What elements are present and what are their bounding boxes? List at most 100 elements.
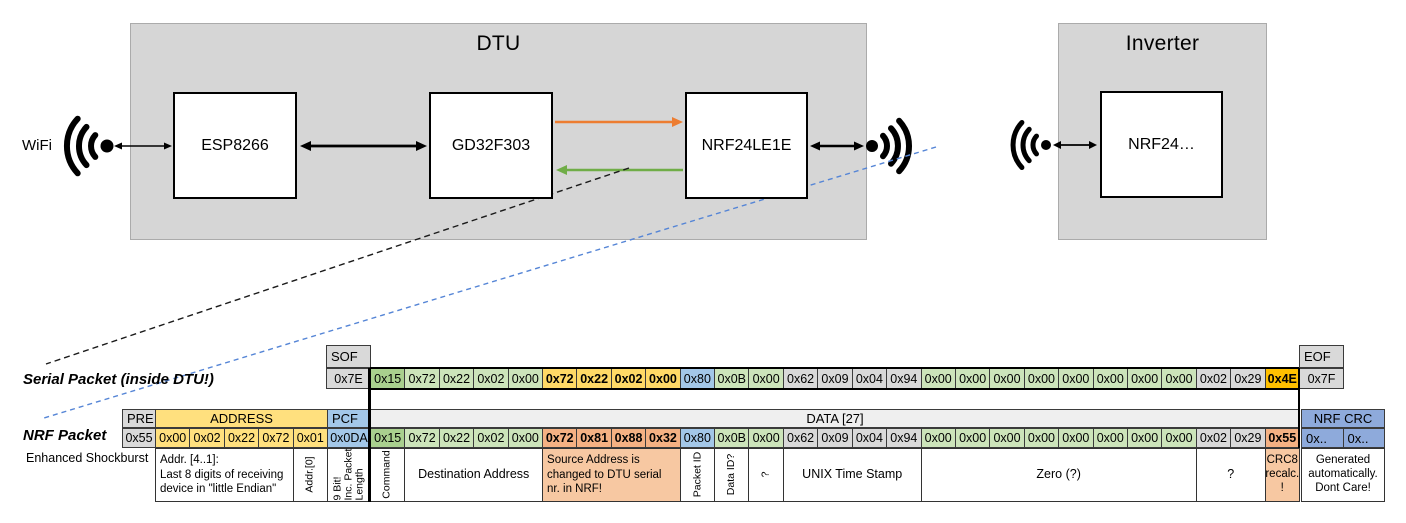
nrf-crc-header: NRF CRC (1301, 409, 1385, 428)
dtu-title: DTU (476, 32, 521, 55)
annotation-q2: ? (1195, 448, 1266, 502)
address-byte-cell: 0x22 (223, 428, 260, 448)
serial-strip-top-border (370, 366, 1299, 369)
nrf-byte-cell: 0x94 (886, 428, 922, 448)
data-section-right-border (1297, 368, 1300, 448)
annotation-zero: Zero (?) (920, 448, 1197, 502)
serial-byte-cell: 0x0B (714, 368, 750, 389)
serial-byte-cell: 0x15 (370, 368, 406, 389)
eof-byte: 0x7F (1299, 368, 1344, 389)
serial-byte-cell: 0x02 (1195, 368, 1232, 389)
annotation-q1: ? (748, 448, 784, 502)
serial-byte-cell: 0x80 (679, 368, 716, 389)
data-header: DATA [27] (370, 409, 1300, 428)
annotation-addr-desc: Addr. [4..1]: Last 8 digits of receiving… (155, 448, 294, 502)
chip-esp8266-label: ESP8266 (201, 136, 269, 154)
address-header: ADDRESS (155, 409, 328, 428)
serial-byte-cell: 0x02 (610, 368, 647, 389)
nrf-byte-cell: 0x00 (1023, 428, 1060, 448)
nrf-byte-cell: 0x15 (370, 428, 406, 448)
address-byte-cell: 0x01 (292, 428, 328, 448)
serial-byte-cell: 0x00 (748, 368, 784, 389)
nrf-byte-cell: 0x80 (679, 428, 716, 448)
serial-byte-cell: 0x72 (542, 368, 578, 389)
serial-byte-cell: 0x94 (886, 368, 922, 389)
address-byte-cell: 0x00 (155, 428, 191, 448)
nrf-byte-cell: 0x29 (1230, 428, 1266, 448)
nrf-byte-cell: 0x00 (989, 428, 1025, 448)
nrf-byte-cell: 0x04 (851, 428, 888, 448)
nrf-byte-cell: 0x72 (542, 428, 578, 448)
annotation-generated: Generated automatically. Dont Care! (1301, 448, 1385, 502)
serial-byte-cell: 0x22 (576, 368, 612, 389)
annotation-src-address: Source Address is changed to DTU serial … (542, 448, 681, 502)
eof-header: EOF (1299, 345, 1344, 368)
nrf-byte-cell: 0x02 (1195, 428, 1232, 448)
chip-inverter-nrf24: NRF24… (1100, 91, 1223, 198)
enhanced-shockburst-label: Enhanced Shockburst (26, 451, 149, 465)
serial-byte-cell: 0x00 (954, 368, 991, 389)
arrowhead (114, 142, 122, 150)
annotation-dest-address: Destination Address (404, 448, 544, 502)
nrf-byte-cell: 0x32 (645, 428, 681, 448)
nrf-byte-cell: 0x00 (1058, 428, 1094, 448)
nrf-crc-byte-cell: 0x.. (1301, 428, 1344, 448)
serial-byte-cell: 0x09 (817, 368, 853, 389)
chip-esp8266: ESP8266 (173, 92, 297, 199)
serial-byte-cell: 0x00 (1092, 368, 1128, 389)
serial-packet-label: Serial Packet (inside DTU!) (23, 371, 214, 388)
wifi-label: WiFi (22, 137, 52, 154)
nrf-byte-cell: 0x81 (576, 428, 612, 448)
sof-header: SOF (326, 345, 371, 368)
serial-byte-cell: 0x00 (1161, 368, 1197, 389)
serial-byte-cell: 0x62 (782, 368, 819, 389)
serial-byte-cell: 0x4E (1264, 368, 1300, 389)
nrf-byte-cell: 0x00 (748, 428, 784, 448)
nrf-byte-cell: 0x09 (817, 428, 853, 448)
nrf-byte-cell: 0x72 (404, 428, 440, 448)
serial-byte-cell: 0x72 (404, 368, 440, 389)
serial-byte-cell: 0x00 (920, 368, 956, 389)
serial-byte-cell: 0x00 (1058, 368, 1094, 389)
wifi-signal-icon-inverter (1010, 120, 1051, 170)
data-section-left-border (368, 368, 371, 502)
annotation-packet-id: Packet ID (679, 448, 716, 502)
serial-byte-cell: 0x00 (1023, 368, 1060, 389)
serial-byte-cell: 0x29 (1230, 368, 1266, 389)
nrf-byte-cell: 0x55 (1264, 428, 1300, 448)
serial-strip-bottom-border (370, 388, 1299, 390)
pcf-header: PCF (327, 409, 371, 428)
pre-byte: 0x55 (122, 428, 156, 448)
annotation-command: Command (370, 448, 406, 502)
nrf-byte-cell: 0x62 (782, 428, 819, 448)
nrf-byte-cell: 0x00 (1126, 428, 1163, 448)
serial-byte-cell: 0x04 (851, 368, 888, 389)
nrf-packet-label: NRF Packet (23, 427, 107, 444)
pre-header: PRE (122, 409, 156, 428)
chip-inverter-nrf24-label: NRF24… (1128, 135, 1195, 153)
nrf-byte-cell: 0x00 (1161, 428, 1197, 448)
annotation-crc8: CRC8 recalc. ! (1264, 448, 1300, 502)
chip-gd32f303-label: GD32F303 (451, 136, 531, 154)
serial-byte-cell: 0x02 (473, 368, 509, 389)
nrf-crc-byte-cell: 0x.. (1342, 428, 1385, 448)
chip-nrf24le1e-label: NRF24LE1E (701, 136, 792, 154)
annotation-unix: UNIX Time Stamp (782, 448, 922, 502)
address-byte-cell: 0x02 (189, 428, 225, 448)
nrf-byte-cell: 0x22 (438, 428, 475, 448)
nrf-byte-cell: 0x00 (954, 428, 991, 448)
serial-byte-cell: 0x00 (989, 368, 1025, 389)
wifi-signal-icon-dtu-right (866, 117, 912, 175)
address-byte-cell: 0x72 (258, 428, 294, 448)
pcf-byte: 0x0DA (327, 428, 371, 448)
serial-byte-cell: 0x00 (1126, 368, 1163, 389)
chip-nrf24le1e: NRF24LE1E (685, 92, 808, 199)
chip-gd32f303: GD32F303 (429, 92, 553, 199)
annotation-data-id: Data ID? (714, 448, 750, 502)
serial-byte-cell: 0x00 (507, 368, 544, 389)
nrf-byte-cell: 0x0B (714, 428, 750, 448)
wifi-signal-icon-left (63, 115, 114, 177)
nrf-byte-cell: 0x88 (610, 428, 647, 448)
nrf-byte-cell: 0x00 (507, 428, 544, 448)
